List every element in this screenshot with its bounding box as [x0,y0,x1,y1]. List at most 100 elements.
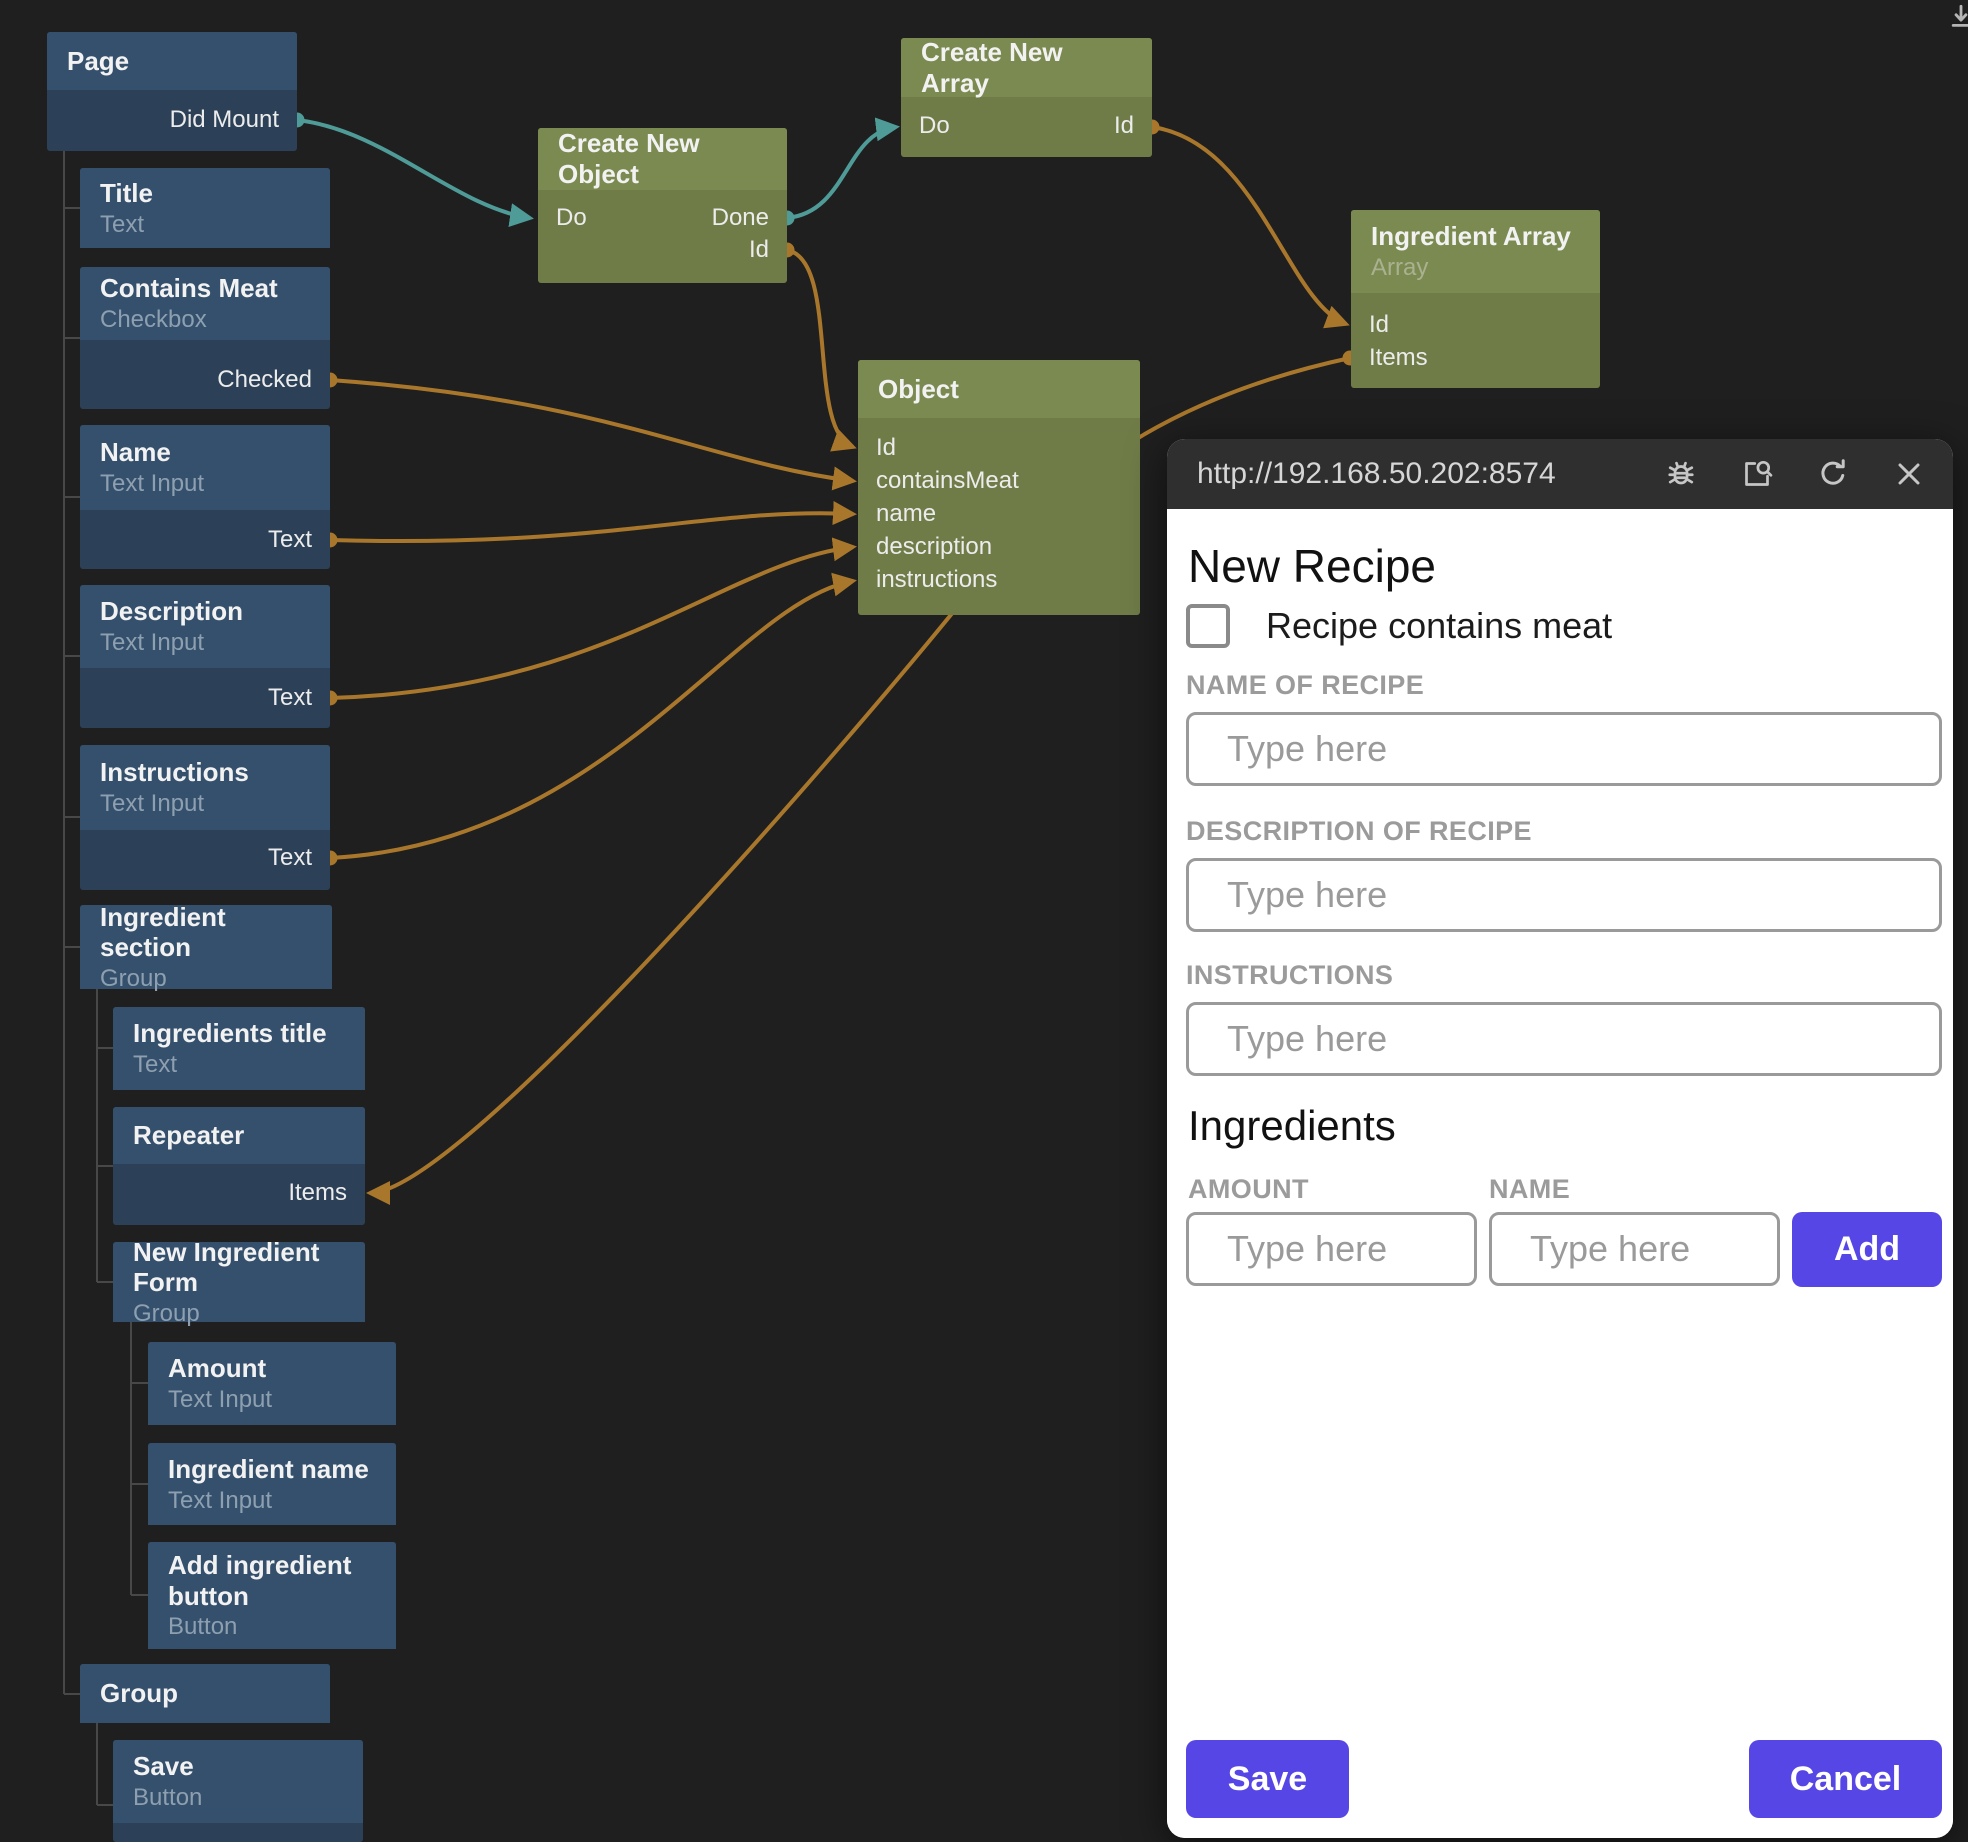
inspect-icon[interactable] [1739,456,1775,492]
wire-name.Text-to-object.name[interactable] [329,501,857,544]
debug-icon[interactable] [1663,456,1699,492]
cancel-button[interactable]: Cancel [1749,1740,1942,1818]
wire-page.DidMount-to-create-new-object.Do[interactable] [296,118,534,227]
ingredient-amount-input[interactable] [1186,1211,1477,1286]
port-label-Id[interactable]: Id [748,236,769,263]
instructions-label: INSTRUCTIONS [1186,959,1394,990]
refresh-icon[interactable] [1815,456,1851,492]
node-port-row: Checked [80,365,330,395]
node-title: Group [100,1678,178,1709]
port-label-Items[interactable]: Items [288,1179,347,1206]
port-label-Text[interactable]: Text [267,684,312,711]
port-label-Do[interactable]: Do [556,204,587,231]
port-label-Id[interactable]: Id [1113,112,1134,139]
node-title: Instructions [100,757,249,788]
node-port-row: Text [80,843,330,873]
port-label-Done[interactable]: Done [711,204,769,231]
node-port-row: Did Mount [47,105,297,135]
add-ingredient-button[interactable]: Add [1792,1211,1942,1287]
node-subtitle: Group [133,1299,200,1327]
node-title: Create New Object [558,128,700,189]
node-port-row: Items [113,1178,365,1208]
download-icon[interactable] [1944,2,1968,36]
node-subtitle: Text Input [168,1486,273,1514]
port-label-containsMeat[interactable]: containsMeat [876,467,1019,494]
node-title: New Ingredient Form [133,1236,320,1298]
node-port-row: Id [538,235,787,265]
port-label-Id[interactable]: Id [876,434,897,461]
port-label-Items[interactable]: Items [1369,344,1428,371]
node-subtitle: Text Input [168,1386,273,1414]
port-label-Text[interactable]: Text [267,844,312,871]
save-button[interactable]: Save [1186,1740,1349,1818]
recipe-name-input[interactable] [1186,711,1942,786]
node-port-row: Text [80,683,330,713]
node-subtitle: Button [168,1613,238,1641]
port-label-Do[interactable]: Do [919,112,950,139]
wire-create-new-object.Done-to-create-new-array.Do[interactable] [786,117,900,220]
wire-create-new-object.Id-to-object.Id[interactable] [786,248,857,452]
ingredient-name-input[interactable] [1489,1211,1780,1286]
node-header: Page [47,32,297,90]
port-label-name[interactable]: name [876,500,937,527]
node-group[interactable]: Group [80,1664,330,1723]
close-icon[interactable] [1891,456,1927,492]
node-port-row: Do Id [901,111,1152,141]
port-label-Id[interactable]: Id [1369,311,1390,338]
contains-meat-checkbox[interactable] [1186,603,1230,648]
node-subtitle: Text Input [100,790,205,818]
wire-ingredient-array.Items-to-repeater.Items[interactable] [366,356,1351,1205]
wire-create-new-array.Id-to-ingredient-array.Id[interactable] [1151,125,1350,329]
node-title: Contains Meat [100,273,278,304]
node-header: Object [858,360,1140,418]
node-subtitle: Text [133,1051,178,1079]
recipe-description-input[interactable] [1186,857,1942,932]
port-label-Checked[interactable]: Checked [217,366,312,393]
preview-toolbar [1663,456,1927,492]
node-title: Ingredient Array [1371,221,1571,252]
name-of-recipe-label: NAME OF RECIPE [1186,669,1425,700]
url-text[interactable]: http://192.168.50.202:8574 [1197,457,1556,490]
wire-instructions.Text-to-object.instructions[interactable] [329,572,857,860]
node-header: Create New Array [901,37,1152,98]
wire-description.Text-to-object.description[interactable] [329,537,857,700]
wire-contains-meat.Checked-to-object.containsMeat[interactable] [329,378,857,491]
node-port-row: containsMeat [858,466,1140,496]
node-title: Title [100,177,153,208]
port-label-Did Mount[interactable]: Did Mount [169,106,279,133]
port-label-instructions[interactable]: instructions [876,566,998,593]
node-title: Amount [168,1353,267,1384]
preview-panel: http://192.168.50.202:8574 [1167,439,1953,1838]
node-port-row: Text [80,525,330,555]
node-subtitle: Button [133,1784,203,1812]
port-label-Text[interactable]: Text [267,526,312,553]
node-header: Create New Object [538,128,787,190]
node-subtitle: Text Input [100,470,205,498]
recipe-instructions-input[interactable] [1186,1001,1942,1076]
port-label-description[interactable]: description [876,533,993,560]
node-header: Group [80,1664,330,1723]
